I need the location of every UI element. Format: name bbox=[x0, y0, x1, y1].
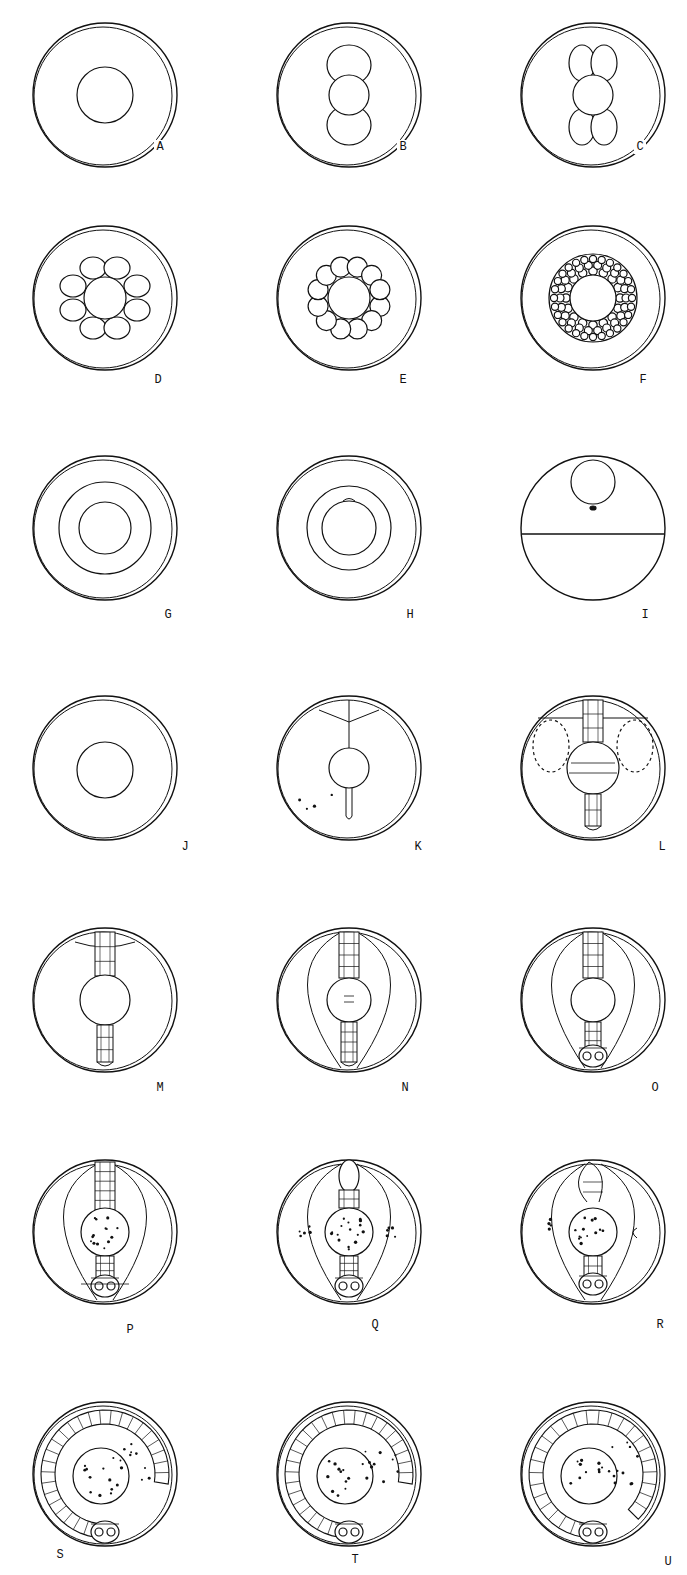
stage-letter: J bbox=[179, 840, 190, 854]
stage-letter: N bbox=[399, 1081, 410, 1095]
embryo-stage-figure bbox=[521, 928, 665, 1072]
stage-letter: I bbox=[639, 608, 650, 622]
stage-letter: R bbox=[654, 1318, 665, 1332]
embryo-stage-figure bbox=[521, 696, 665, 840]
stage-letter: D bbox=[152, 373, 163, 387]
embryo-stage-figure bbox=[33, 456, 177, 600]
embryo-stage-figure bbox=[521, 1402, 665, 1546]
stage-letter: B bbox=[397, 140, 408, 154]
embryo-stage-figure bbox=[33, 23, 177, 167]
stage-letter: E bbox=[397, 373, 408, 387]
embryo-stage-figure bbox=[277, 1160, 421, 1304]
stage-letter: A bbox=[154, 140, 165, 154]
embryo-stage-figure bbox=[277, 456, 421, 600]
embryo-stage-figure bbox=[277, 928, 421, 1072]
stage-letter: L bbox=[656, 840, 667, 854]
embryo-stage-figure bbox=[277, 1402, 421, 1546]
embryo-stage-figure bbox=[33, 1160, 177, 1304]
embryo-stage-figure bbox=[277, 696, 421, 840]
stage-letter: C bbox=[634, 140, 645, 154]
stage-letter: M bbox=[154, 1081, 165, 1095]
embryo-stage-figure bbox=[33, 696, 177, 840]
embryo-stage-figure bbox=[277, 226, 421, 370]
embryo-stage-figure bbox=[277, 23, 421, 167]
stage-letter: P bbox=[124, 1323, 135, 1337]
embryo-stage-figure bbox=[521, 1160, 665, 1304]
stage-letter: G bbox=[162, 608, 173, 622]
stage-letter: T bbox=[349, 1553, 360, 1567]
stage-letter: H bbox=[404, 608, 415, 622]
embryo-stage-figure bbox=[33, 928, 177, 1072]
stage-letter: F bbox=[637, 373, 648, 387]
embryo-stage-figure bbox=[33, 1402, 177, 1546]
stage-letter: U bbox=[662, 1555, 673, 1569]
embryo-stage-figure bbox=[521, 456, 665, 600]
embryo-stage-figure bbox=[521, 23, 665, 167]
embryo-stage-figure bbox=[521, 226, 665, 370]
stage-letter: Q bbox=[369, 1318, 380, 1332]
embryo-stage-figure bbox=[33, 226, 177, 370]
stage-letter: O bbox=[649, 1081, 660, 1095]
stage-letter: S bbox=[54, 1548, 65, 1562]
stage-letter: K bbox=[412, 840, 423, 854]
